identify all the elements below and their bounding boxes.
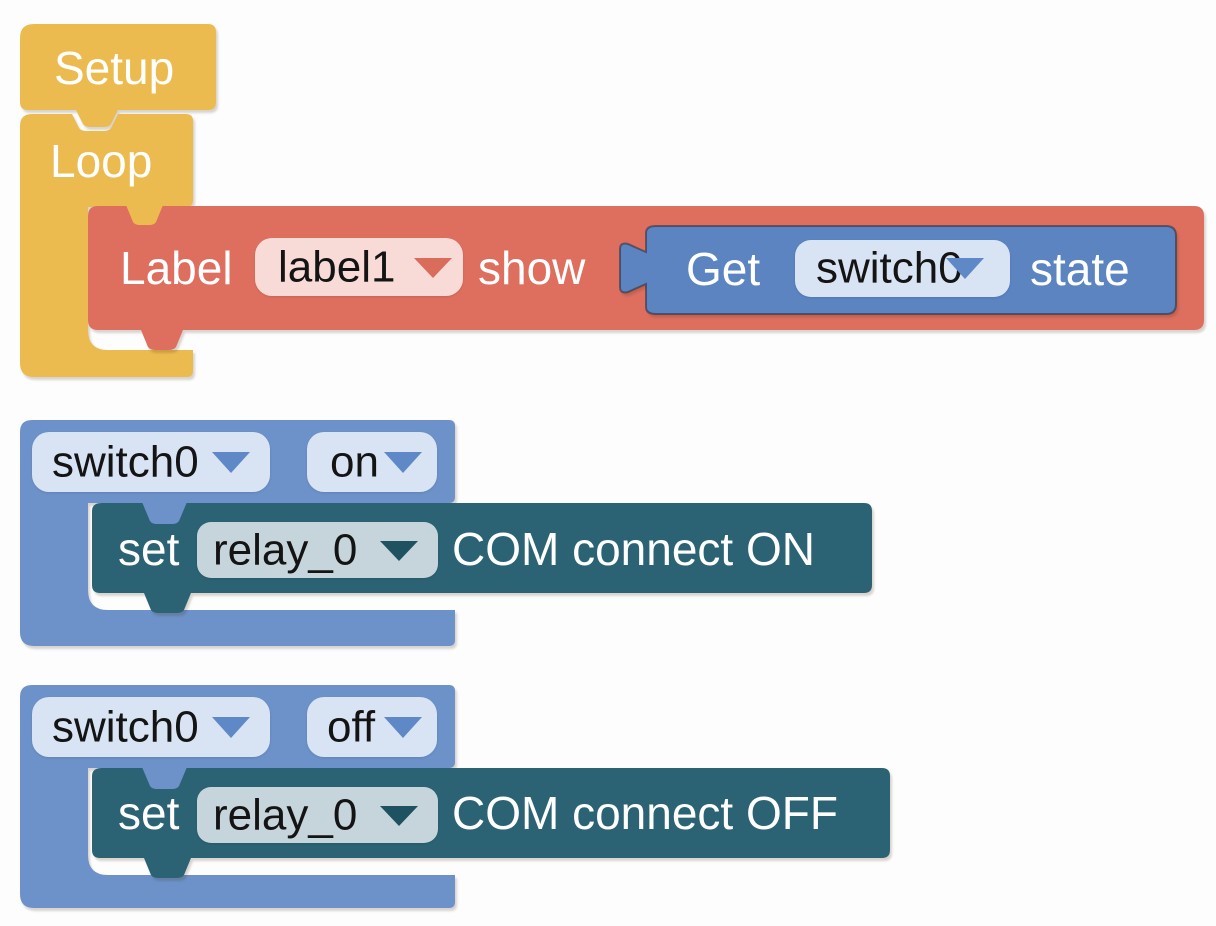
setup-block[interactable] [20,24,216,127]
event-off-state-dropdown[interactable]: off [307,697,437,757]
relay-off-dropdown[interactable]: relay_0 [197,787,438,843]
label1-dropdown[interactable]: label1 [255,238,463,296]
relay-on-dropdown-value: relay_0 [213,526,357,575]
event-off-switch-dropdown[interactable]: switch0 [32,697,270,757]
dropdown-arrow-icon [414,258,452,278]
dropdown-arrow-icon [384,717,422,738]
event-statement-tab [142,767,187,789]
label-block-prefix: Label [120,242,233,294]
relay-off-dropdown-value: relay_0 [213,791,357,840]
label1-dropdown-field[interactable] [255,238,463,296]
relay-on-dropdown-field[interactable] [197,522,438,578]
loop-block-label: Loop [50,135,152,187]
event-statement-tab [142,502,187,524]
setup-block-group: Setup [20,24,216,127]
dropdown-arrow-icon [212,717,250,738]
event-on-switch-dropdown-field[interactable] [32,432,270,492]
event-off-switch-dropdown-value: switch0 [52,703,199,752]
get-block-suffix: state [1030,243,1130,295]
dropdown-arrow-icon [380,806,418,826]
get-block-prefix: Get [686,243,760,295]
set-relay-on-block-group: set relay_0 COM connect ON [92,502,872,613]
relay-on-dropdown[interactable]: relay_0 [197,522,438,578]
set-relay-on-suffix: COM connect ON [452,523,815,575]
set-relay-on-prefix: set [118,523,180,575]
event-on-state-dropdown[interactable]: on [307,432,437,492]
loop-statement-tab [126,205,163,225]
setup-block-label: Setup [54,42,174,94]
get-switch0-dropdown-value: switch0 [816,244,963,293]
dropdown-arrow-icon [946,258,984,279]
dropdown-arrow-icon [212,452,250,473]
event-off-state-dropdown-value: off [327,703,376,752]
get-switch0-dropdown[interactable]: switch0 [795,240,1010,297]
event-off-switch-dropdown-field[interactable] [32,697,270,757]
event-on-switch-dropdown[interactable]: switch0 [32,432,270,492]
get-state-block-group: Get switch0 state [619,225,1177,315]
event-on-state-dropdown-value: on [330,438,379,487]
event-on-state-dropdown-field[interactable] [307,432,437,492]
dropdown-arrow-icon [380,541,418,561]
set-relay-off-block-group: set relay_0 COM connect OFF [92,767,890,878]
label1-dropdown-value: label1 [278,243,395,292]
loop-block-group: Loop [20,114,193,377]
switch-on-event-group: switch0 on [20,420,455,646]
switch-off-event-group: switch0 off [20,685,455,908]
set-relay-off-suffix: COM connect OFF [452,787,838,839]
event-off-state-dropdown-field[interactable] [307,697,437,757]
label-block-suffix: show [478,242,586,294]
set-relay-off-prefix: set [118,787,180,839]
dropdown-arrow-icon [384,452,422,473]
get-switch0-dropdown-field[interactable] [795,240,1010,297]
event-on-switch-dropdown-value: switch0 [52,438,199,487]
relay-off-dropdown-field[interactable] [197,787,438,843]
loop-block[interactable] [20,114,193,377]
